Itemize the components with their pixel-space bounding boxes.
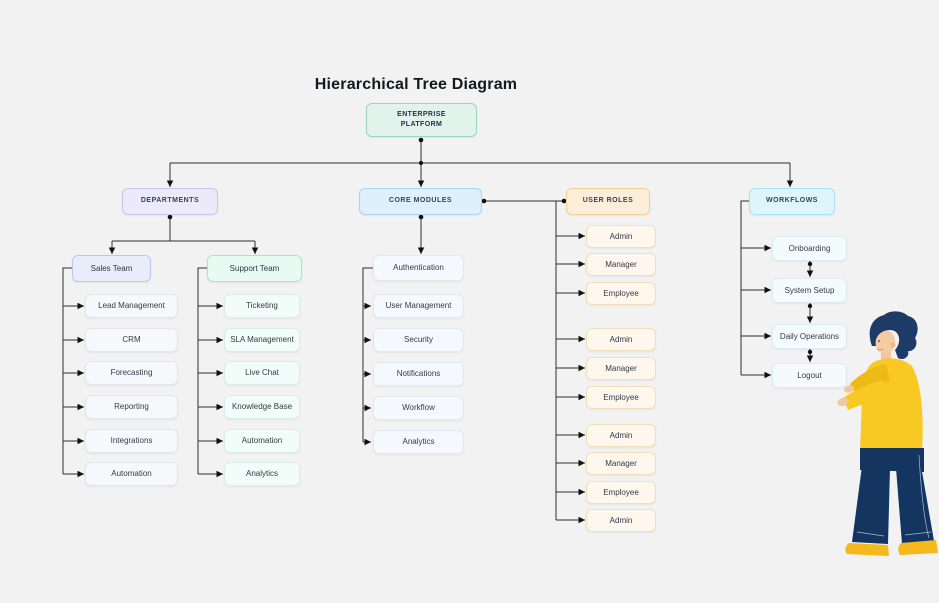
node-sla-management[interactable]: SLA Management	[224, 328, 300, 352]
node-live-chat[interactable]: Live Chat	[224, 361, 300, 385]
node-manager-1[interactable]: Manager	[586, 253, 656, 276]
node-employee-1[interactable]: Employee	[586, 282, 656, 305]
node-onboarding[interactable]: Onboarding	[772, 236, 847, 261]
node-core-modules[interactable]: CORE MODULES	[359, 188, 482, 215]
node-user-roles[interactable]: USER ROLES	[566, 188, 650, 215]
node-departments[interactable]: DEPARTMENTS	[122, 188, 218, 215]
node-knowledge-base[interactable]: Knowledge Base	[224, 395, 300, 419]
node-security[interactable]: Security	[373, 328, 464, 352]
node-crm[interactable]: CRM	[85, 328, 178, 352]
node-daily-operations[interactable]: Daily Operations	[772, 324, 847, 349]
node-workflow[interactable]: Workflow	[373, 396, 464, 420]
node-system-setup[interactable]: System Setup	[772, 278, 847, 303]
node-support-team[interactable]: Support Team	[207, 255, 302, 282]
node-support-analytics[interactable]: Analytics	[224, 462, 300, 486]
node-ticketing[interactable]: Ticketing	[224, 294, 300, 318]
node-lead-management[interactable]: Lead Management	[85, 294, 178, 318]
node-admin-2[interactable]: Admin	[586, 328, 656, 351]
node-enterprise-platform[interactable]: ENTERPRISE PLATFORM	[366, 103, 477, 137]
node-logout[interactable]: Logout	[772, 363, 847, 388]
node-forecasting[interactable]: Forecasting	[85, 361, 178, 385]
node-sales-automation[interactable]: Automation	[85, 462, 178, 486]
node-reporting[interactable]: Reporting	[85, 395, 178, 419]
node-sales-team[interactable]: Sales Team	[72, 255, 151, 282]
node-manager-2[interactable]: Manager	[586, 357, 656, 380]
node-authentication[interactable]: Authentication	[373, 255, 464, 281]
node-employee-3[interactable]: Employee	[586, 481, 656, 504]
node-admin-1[interactable]: Admin	[586, 225, 656, 248]
page-title: Hierarchical Tree Diagram	[314, 76, 518, 93]
node-admin-3[interactable]: Admin	[586, 424, 656, 447]
node-admin-4[interactable]: Admin	[586, 509, 656, 532]
node-support-automation[interactable]: Automation	[224, 429, 300, 453]
node-manager-3[interactable]: Manager	[586, 452, 656, 475]
node-core-analytics[interactable]: Analytics	[373, 430, 464, 454]
node-user-management[interactable]: User Management	[373, 294, 464, 318]
node-notifications[interactable]: Notifications	[373, 362, 464, 386]
node-employee-2[interactable]: Employee	[586, 386, 656, 409]
node-integrations[interactable]: Integrations	[85, 429, 178, 453]
node-workflows[interactable]: WORKFLOWS	[749, 188, 835, 215]
